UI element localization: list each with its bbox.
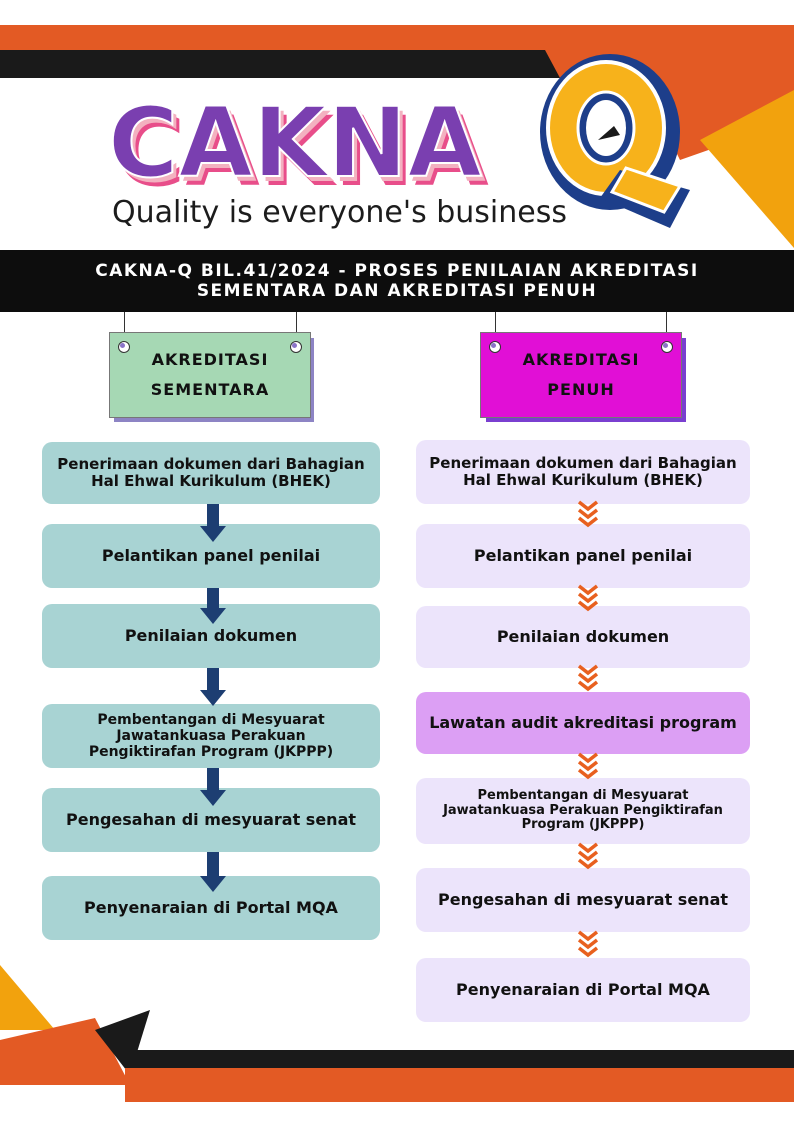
left-arrow-3 <box>200 668 226 706</box>
logo-tagline: Quality is everyone's business <box>112 195 567 230</box>
bottom-black-triangle <box>95 1010 150 1075</box>
right-chevron-2 <box>577 584 599 612</box>
right-step-7: Penyenaraian di Portal MQA <box>416 958 750 1022</box>
top-black-stripe <box>0 50 560 78</box>
left-header-string-2 <box>296 312 297 344</box>
logo-wordmark: CAKNA <box>107 87 483 199</box>
left-header-line-2: SEMENTARA <box>150 380 270 399</box>
right-chevron-4 <box>577 752 599 780</box>
right-header-string-2 <box>666 312 667 344</box>
right-pin-2 <box>661 341 673 353</box>
right-pin-1 <box>489 341 501 353</box>
right-step-6: Pengesahan di mesyuarat senat <box>416 868 750 932</box>
title-line-1: CAKNA-Q BIL.41/2024 - PROSES PENILAIAN A… <box>95 260 699 281</box>
right-step-3: Penilaian dokumen <box>416 606 750 668</box>
left-step-4: Pembentangan di Mesyuarat Jawatankuasa P… <box>42 704 380 768</box>
right-step-4: Lawatan audit akreditasi program <box>416 692 750 754</box>
left-header-card: AKREDITASI SEMENTARA <box>109 332 311 418</box>
right-chevron-5 <box>577 842 599 870</box>
left-arrow-4 <box>200 768 226 806</box>
left-arrow-2 <box>200 588 226 624</box>
right-header-line-1: AKREDITASI <box>522 349 640 369</box>
right-header-card: AKREDITASI PENUH <box>480 332 682 418</box>
q-logo-mark <box>540 54 690 228</box>
right-header-line-2: PENUH <box>547 380 615 399</box>
right-chevron-3 <box>577 664 599 692</box>
right-step-5: Pembentangan di Mesyuarat Jawatankuasa P… <box>416 778 750 844</box>
bottom-orange-shape <box>0 1018 130 1085</box>
right-step-2: Pelantikan panel penilai <box>416 524 750 588</box>
left-step-1: Penerimaan dokumen dari Bahagian Hal Ehw… <box>42 442 380 504</box>
left-arrow-5 <box>200 852 226 892</box>
right-chevron-6 <box>577 930 599 958</box>
left-pin-1 <box>118 341 130 353</box>
right-chevron-1 <box>577 500 599 528</box>
left-header-line-1: AKREDITASI <box>151 349 269 369</box>
left-arrow-1 <box>200 504 226 542</box>
bottom-orange-band <box>125 1068 794 1102</box>
bottom-black-stripe <box>125 1050 794 1068</box>
right-yellow-triangle <box>700 90 794 248</box>
title-line-2: SEMENTARA DAN AKREDITASI PENUH <box>196 281 598 301</box>
right-step-1: Penerimaan dokumen dari Bahagian Hal Ehw… <box>416 440 750 504</box>
left-pin-2 <box>290 341 302 353</box>
bottom-yellow-triangle <box>0 965 55 1030</box>
left-step-3: Penilaian dokumen <box>42 604 380 668</box>
left-header-string-1 <box>124 312 125 344</box>
right-header-string-1 <box>495 312 496 344</box>
title-bar: CAKNA-Q BIL.41/2024 - PROSES PENILAIAN A… <box>0 250 794 312</box>
